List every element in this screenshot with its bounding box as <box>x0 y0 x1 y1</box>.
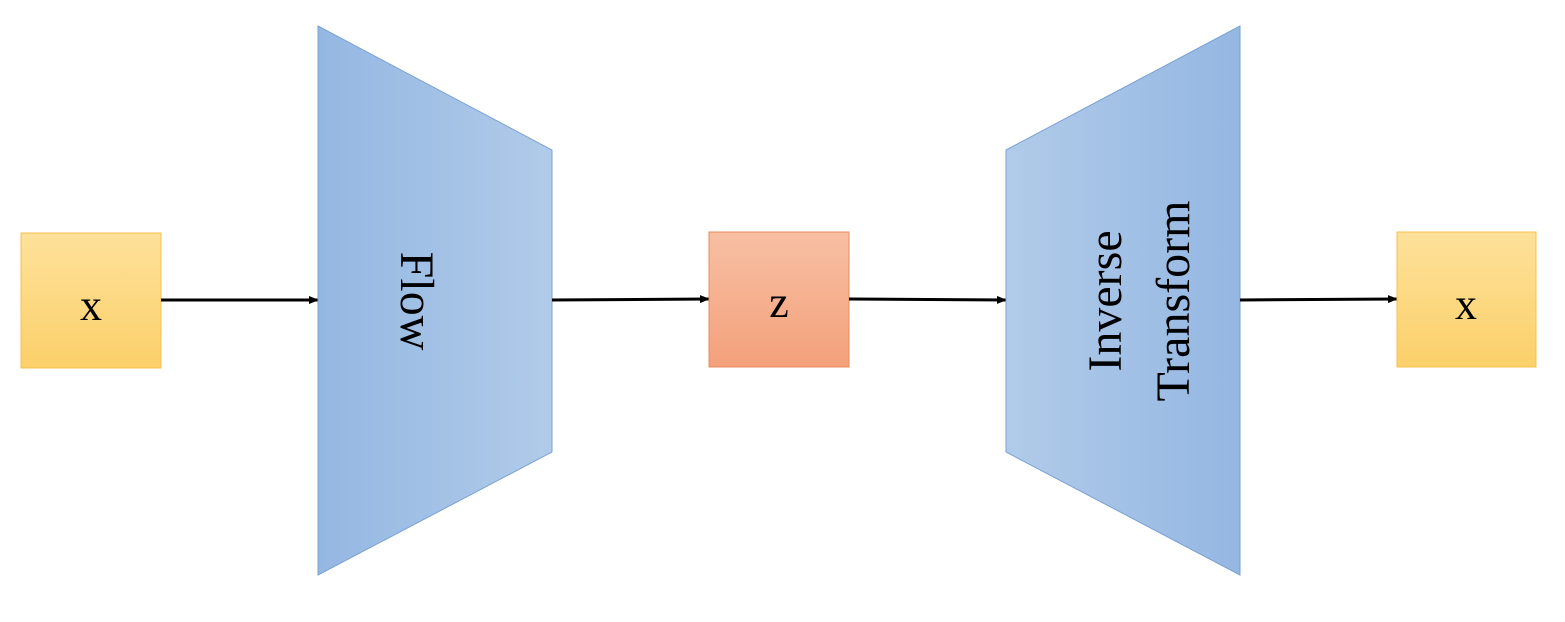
arrow-z-to-inverse <box>848 295 1007 304</box>
inverse-transform-node: Inverse Transform <box>1005 25 1241 576</box>
flow-trapezoid <box>317 25 553 576</box>
latent-z-node: z <box>708 231 850 368</box>
arrow-flow-to-z <box>551 295 710 304</box>
inverse-transform-label-line2: Transform <box>1147 201 1200 402</box>
output-x-label: x <box>1455 280 1477 329</box>
input-x-node: x <box>20 232 162 369</box>
inverse-transform-label-line1: Inverse <box>1079 230 1132 371</box>
input-x-label: x <box>80 281 102 330</box>
inverse-transform-trapezoid <box>1005 25 1241 576</box>
input-x-box <box>20 232 162 369</box>
latent-z-box <box>708 231 850 368</box>
flow-node: Flow <box>317 25 553 576</box>
latent-z-label: z <box>769 278 789 327</box>
output-x-node: x <box>1396 231 1537 368</box>
flow-label: Flow <box>390 252 443 351</box>
output-x-box <box>1396 231 1537 368</box>
arrow-inverse-to-output <box>1239 295 1398 304</box>
